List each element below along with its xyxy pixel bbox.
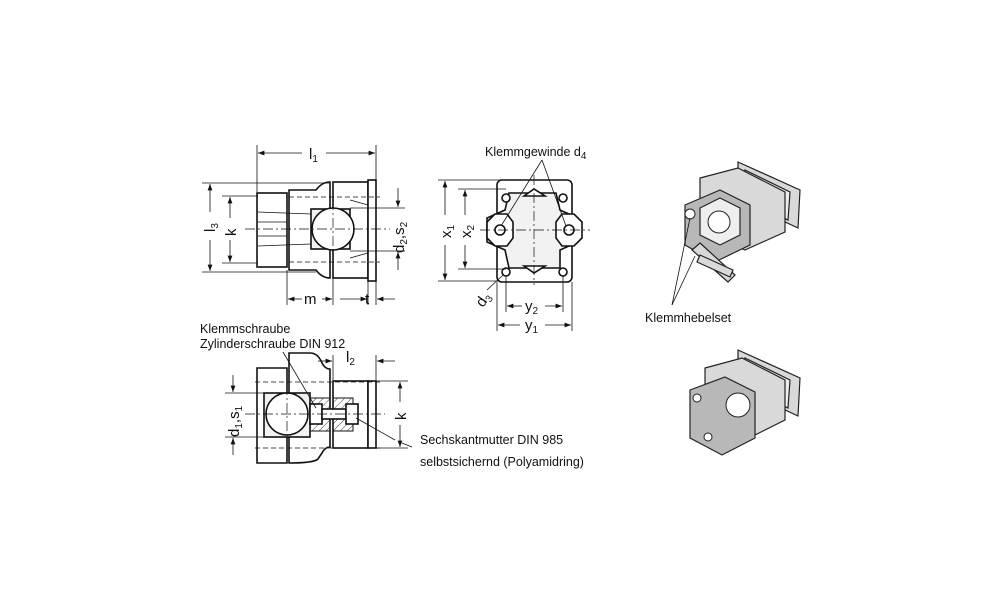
dim-d2-s2: d2,s2	[391, 221, 410, 253]
side-view: l1 l3 k d2,s2 m t	[202, 145, 410, 308]
lever-set-label: Klemmhebelset	[645, 311, 732, 325]
dim-t: t	[365, 291, 370, 308]
dim-m: m	[304, 291, 317, 308]
render-with-lever-set: Klemmhebelset	[645, 161, 801, 325]
dim-k-section: k	[393, 412, 410, 420]
dim-d1-s1: d1,s1	[226, 405, 245, 437]
nut-label-2: selbstsichernd (Polyamidring)	[420, 455, 584, 469]
flange-plate	[367, 179, 377, 282]
dim-l2: l2	[346, 349, 355, 368]
dim-d3: d3	[472, 289, 496, 312]
left-clamp-block	[256, 192, 288, 268]
dim-l1: l1	[309, 146, 318, 165]
dim-k: k	[223, 228, 240, 236]
dim-l3: l3	[202, 223, 221, 232]
section-view: Klemmschraube Zylinderschraube DIN 912 S…	[200, 322, 584, 469]
render-plain	[689, 349, 801, 456]
middle-clamp-block	[288, 181, 331, 279]
dim-x2: x2	[458, 225, 477, 239]
front-view: Klemmgewinde d4 x1 x2 d3 y2 y1	[438, 145, 590, 336]
screw-label-2: Zylinderschraube DIN 912	[200, 337, 345, 351]
dim-x1: x1	[438, 225, 457, 239]
screw-label-1: Klemmschraube	[200, 322, 290, 336]
thread-label: Klemmgewinde d4	[485, 145, 587, 162]
dim-y1: y1	[525, 317, 539, 336]
nut-label-1: Sechskantmutter DIN 985	[420, 433, 563, 447]
dim-y2: y2	[525, 298, 539, 317]
